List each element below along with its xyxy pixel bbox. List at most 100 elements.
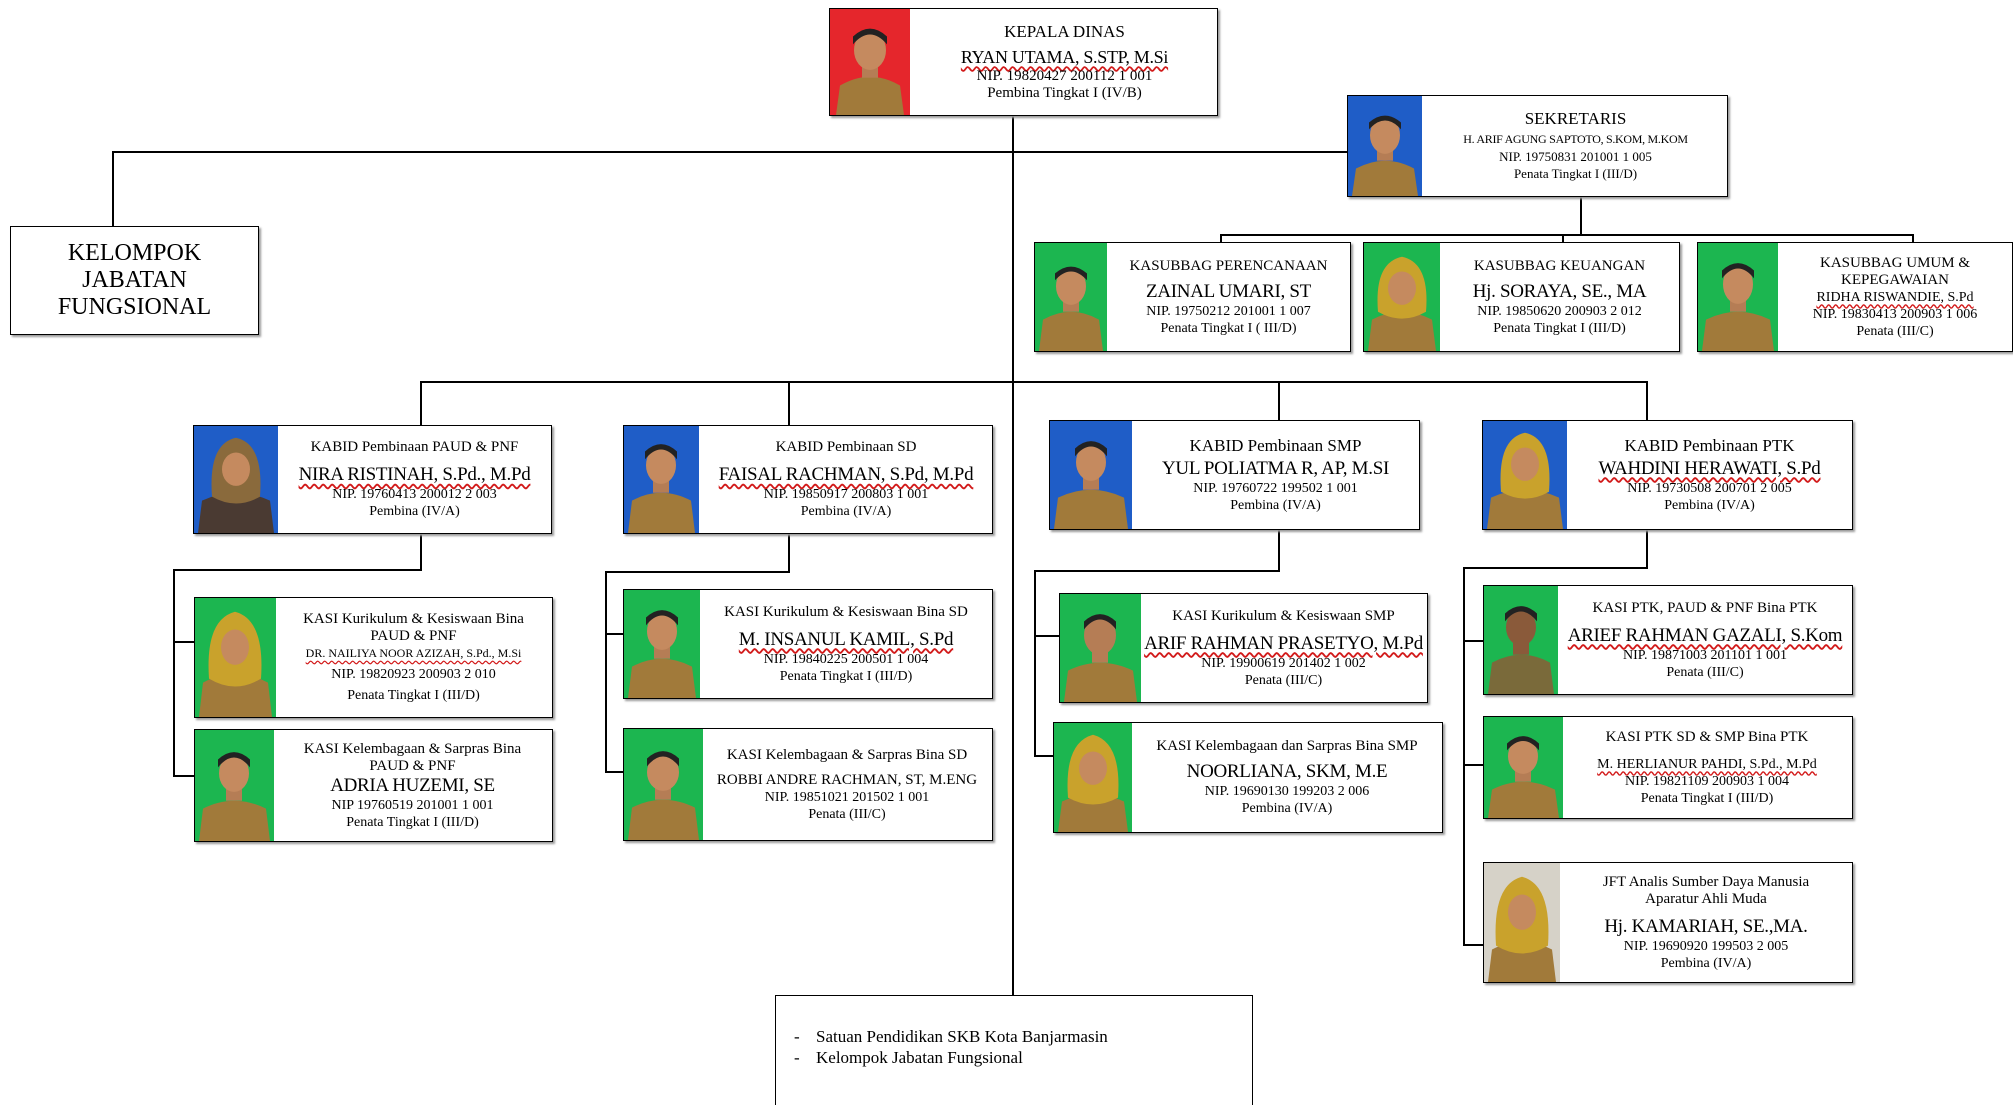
node-kabid-ptk: KABID Pembinaan PTK WAHDINI HERAWATI, S.… [1482,420,1853,530]
node-rank: Pembina Tingkat I (IV/B) [987,84,1142,101]
node-name: ZAINAL UMARI, ST [1146,280,1311,302]
photo-kasubbag-keuangan [1364,243,1440,351]
node-title: KASUBBAG PERENCANAAN [1129,257,1328,274]
node-name: NIRA RISTINAH, S.Pd., M.Pd [298,464,531,485]
node-title-line2: PAUD & PNF [369,757,456,774]
node-title: SEKRETARIS [1524,109,1627,128]
node-name: ARIEF RAHMAN GAZALI, S.Kom [1567,624,1843,646]
node-kabid-paud: KABID Pembinaan PAUD & PNF NIRA RISTINAH… [193,425,552,534]
node-rank: Pembina (IV/A) [369,504,460,519]
photo-sekretaris [1348,96,1422,196]
node-title: KASI Kelembagaan & Sarpras Bina SD [726,746,968,763]
node-kasubbag-perencanaan: KASUBBAG PERENCANAAN ZAINAL UMARI, ST NI… [1034,242,1351,352]
node-title: KASI Kurikulum & Kesiswaan Bina SD [724,603,968,620]
photo-jft-analis-sdm [1484,863,1560,982]
photo-kasi-sd-kelembagaan [624,729,703,840]
node-title: KASI Kelembagaan & Sarpras Bina [303,740,522,757]
node-title: KABID Pembinaan PTK [1624,435,1795,455]
fungsional-line2: JABATAN [82,267,187,293]
node-rank: Penata Tingkat I (III/D) [779,668,913,684]
node-name: NOORLIANA, SKM, M.E [1186,761,1388,782]
node-name: DR. NAILIYA NOOR AZIZAH, S.Pd., M.Si [305,646,522,660]
photo-kasi-smp-kurikulum [1060,594,1141,702]
node-rank: Penata Tingkat I ( III/D) [1160,320,1297,336]
node-nip: NIP. 19750831 201001 1 005 [1499,149,1652,164]
node-nip: NIP. 19850917 200803 1 001 [763,487,929,502]
node-kasi-sd-kurikulum: KASI Kurikulum & Kesiswaan Bina SD M. IN… [623,589,993,699]
node-name: RIDHA RISWANDIE, S.Pd [1816,289,1974,305]
node-nip: NIP. 19871003 201101 1 001 [1623,647,1787,663]
node-nip: NIP. 19820427 200112 1 001 [976,67,1153,84]
node-title-line2: PAUD & PNF [370,628,457,644]
node-rank: Penata (III/C) [1244,672,1323,688]
photo-kabid-smp [1050,421,1132,529]
node-title: KASI PTK, PAUD & PNF Bina PTK [1592,599,1818,616]
node-nip: NIP. 19760722 199502 1 001 [1193,480,1358,496]
fungsional-line3: FUNGSIONAL [57,294,212,320]
node-satuan-pendidikan: Satuan Pendidikan SKB Kota Banjarmasin K… [775,995,1253,1105]
photo-kasi-paud-kurikulum [195,598,276,717]
node-nip: NIP. 19900619 201402 1 002 [1201,655,1366,671]
node-name: M. INSANUL KAMIL, S.Pd [738,628,954,650]
node-nip: NIP. 19690920 199503 2 005 [1623,938,1789,954]
node-rank: Pembina (IV/A) [1241,801,1333,816]
node-name: YUL POLIATMA R, AP, M.SI [1162,457,1389,479]
node-name: Hj. SORAYA, SE., MA [1472,280,1647,302]
node-kasubbag-umum: KASUBBAG UMUM & KEPEGAWAIAN RIDHA RISWAN… [1697,242,2013,352]
node-kabid-sd: KABID Pembinaan SD FAISAL RACHMAN, S.Pd,… [623,425,993,534]
node-title: KEPALA DINAS [1004,21,1125,41]
fungsional-line1: KELOMPOK [67,240,202,266]
node-rank: Penata (III/C) [1666,664,1744,680]
photo-kabid-paud [194,426,278,533]
node-title-line2: KEPEGAWAIAN [1841,271,1949,288]
bottom-item-kelompok: Kelompok Jabatan Fungsional [794,1047,1108,1068]
node-title: KASI Kurikulum & Kesiswaan Bina [303,611,524,627]
node-title: KASUBBAG UMUM & [1819,254,1971,271]
photo-kasubbag-perencanaan [1035,243,1107,351]
node-name: WAHDINI HERAWATI, S.Pd [1598,457,1821,479]
node-rank: Penata Tingkat I (III/D) [1513,166,1638,181]
photo-kasubbag-umum [1698,243,1778,351]
bottom-item-skb: Satuan Pendidikan SKB Kota Banjarmasin [794,1026,1108,1047]
node-title-line2: Aparatur Ahli Muda [1645,890,1767,907]
photo-kasi-sd-kurikulum [624,590,700,698]
node-rank: Pembina (IV/A) [1230,497,1321,513]
node-kepala-dinas: KEPALA DINAS RYAN UTAMA, S.STP, M.Si NIP… [829,8,1218,116]
node-rank: Penata Tingkat I (III/D) [347,688,480,703]
node-rank: Penata Tingkat I (III/D) [346,814,479,830]
node-nip: NIP. 19690130 199203 2 006 [1204,784,1370,799]
node-kasi-ptk-sd-smp: KASI PTK SD & SMP Bina PTK M. HERLIANUR … [1483,716,1853,819]
node-jft-analis-sdm: JFT Analis Sumber Daya Manusia Aparatur … [1483,862,1853,983]
node-nip: NIP. 19821109 200903 1 004 [1625,773,1789,789]
node-title: KASUBBAG KEUANGAN [1473,257,1646,274]
node-title: KASI PTK SD & SMP Bina PTK [1605,728,1809,745]
node-nip: NIP. 19830413 200903 1 006 [1812,306,1978,322]
node-nip: NIP. 19730508 200701 2 005 [1627,480,1792,496]
node-name: ARIF RAHMAN PRASETYO, M.Pd [1144,632,1423,654]
node-nip: NIP. 19851021 201502 1 001 [764,789,930,805]
photo-kasi-paud-kelembagaan [195,730,274,841]
node-name: H. ARIF AGUNG SAPTOTO, S.KOM, M.KOM [1463,132,1688,146]
photo-kasi-smp-kelembagaan [1054,723,1132,832]
node-nip: NIP. 19840225 200501 1 004 [763,651,929,667]
node-nip: NIP. 19850620 200903 2 012 [1477,303,1642,319]
node-rank: Pembina (IV/A) [800,504,892,519]
node-title: KABID Pembinaan SD [775,439,917,455]
node-sekretaris: SEKRETARIS H. ARIF AGUNG SAPTOTO, S.KOM,… [1347,95,1728,197]
node-nip: NIP. 19820923 200903 2 010 [331,667,496,682]
node-kasi-ptk-paud: KASI PTK, PAUD & PNF Bina PTK ARIEF RAHM… [1483,585,1853,695]
node-title: KABID Pembinaan SMP [1189,435,1362,455]
node-rank: Penata (III/C) [1856,323,1934,339]
node-rank: Pembina (IV/A) [1660,955,1752,971]
node-nip: NIP 19760519 201001 1 001 [331,797,494,813]
node-name: FAISAL RACHMAN, S.Pd, M.Pd [718,464,974,485]
node-title: KASI Kurikulum & Kesiswaan SMP [1172,607,1395,624]
node-kasubbag-keuangan: KASUBBAG KEUANGAN Hj. SORAYA, SE., MA NI… [1363,242,1680,352]
photo-kepala-dinas [830,9,910,115]
node-kasi-paud-kurikulum: KASI Kurikulum & Kesiswaan Bina PAUD & P… [194,597,553,718]
node-title: JFT Analis Sumber Daya Manusia [1602,873,1810,890]
node-nip: NIP. 19750212 201001 1 007 [1146,303,1311,319]
node-title: KASI Kelembagaan dan Sarpras Bina SMP [1156,738,1418,754]
node-nip: NIP. 19760413 200012 2 003 [332,487,497,502]
node-title: KABID Pembinaan PAUD & PNF [310,439,519,455]
